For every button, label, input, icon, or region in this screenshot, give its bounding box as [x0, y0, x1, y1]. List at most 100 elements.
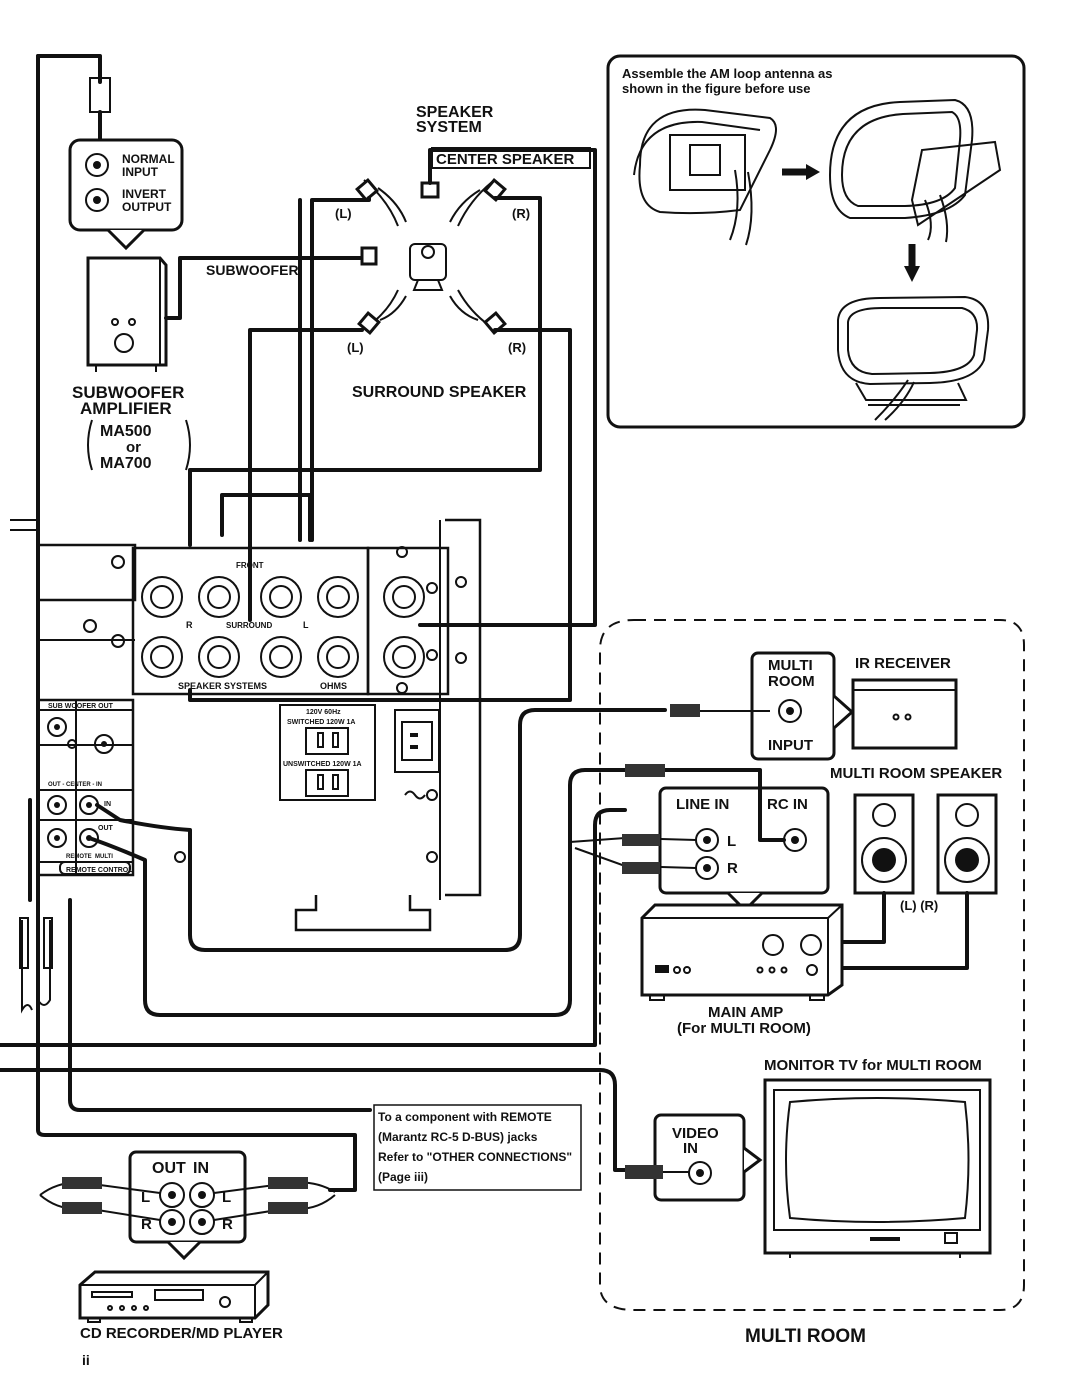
- surround-right-plus-terminal: [141, 636, 183, 678]
- sub-woofer-out-jack: [47, 717, 67, 737]
- video-in-label-1: VIDEO: [672, 1125, 719, 1142]
- invert-output-label-1: INVERT: [122, 187, 167, 201]
- surround-left-minus-terminal: [260, 636, 302, 678]
- front-right-plus-terminal: [141, 576, 183, 618]
- center-speaker-label: CENTER SPEAKER: [436, 151, 575, 168]
- invert-output-label-2: OUTPUT: [122, 200, 172, 214]
- remote-note-line1: To a component with REMOTE: [378, 1110, 552, 1124]
- recorder-out-r-jack: [159, 1209, 185, 1235]
- front-right-minus-terminal: [198, 576, 240, 618]
- remote-label: REMOTE: [66, 854, 92, 860]
- front-left-mark: (L): [335, 206, 352, 221]
- antenna-assembled-icon: [837, 295, 990, 421]
- recorder-out-label: OUT: [152, 1160, 186, 1177]
- monitor-label: MONITOR TV for MULTI ROOM: [764, 1057, 982, 1074]
- video-in-label-2: IN: [683, 1140, 698, 1157]
- l-channel-label: L: [303, 620, 309, 630]
- center-jack: [47, 795, 67, 815]
- remote-out-label: OUT: [98, 825, 114, 832]
- rc-in-label: RC IN: [767, 796, 808, 813]
- unswitched-outlet-icon: [305, 769, 349, 797]
- main-amp-icon: [640, 903, 844, 1001]
- out-center-in-label: OUT - CENTER - IN: [48, 782, 102, 788]
- main-amp-label-1: MAIN AMP: [708, 1004, 783, 1021]
- switched-outlet-icon: [305, 727, 349, 755]
- surround-right-minus-terminal: [198, 636, 240, 678]
- model-ma700: MA700: [100, 455, 152, 472]
- arrow-right-icon: [782, 164, 820, 180]
- recorder-in-label: IN: [193, 1160, 209, 1177]
- line-in-r-label: R: [727, 860, 738, 877]
- speaker-system-title-1: SPEAKER: [416, 104, 494, 121]
- subwoofer-amplifier-icon: [86, 256, 168, 372]
- speaker-system-title-2: SYSTEM: [416, 119, 482, 136]
- multi-room-speaker-left-icon: [853, 793, 915, 895]
- multi-room-input-jack: [778, 699, 802, 723]
- line-in-label: LINE IN: [676, 796, 729, 813]
- model-or: or: [126, 439, 141, 456]
- remote-in-label: IN: [104, 801, 111, 808]
- remote-note-line4: (Page iii): [378, 1170, 428, 1184]
- front-right-speaker-icon: [483, 178, 507, 202]
- arrow-down-icon: [904, 244, 920, 282]
- ac-inlet-icon: [394, 709, 440, 773]
- surround-left-speaker-icon: [357, 311, 381, 335]
- ohms-label: OHMS: [320, 681, 347, 691]
- multi-room-input-label-1: MULTI: [768, 657, 813, 674]
- remote-note-line3: Refer to "OTHER CONNECTIONS": [378, 1150, 572, 1164]
- surround-left-mark: (L): [347, 340, 364, 355]
- switched-outlet-label: SWITCHED 120W 1A: [287, 719, 355, 726]
- recorder-in-r-jack: [189, 1209, 215, 1235]
- multi-room-speaker-label: MULTI ROOM SPEAKER: [830, 765, 1002, 782]
- subwoofer-speaker-icon: [360, 246, 378, 266]
- subwoofer-amplifier-title-1: SUBWOOFER: [72, 383, 184, 402]
- recorder-in-l-jack: [189, 1182, 215, 1208]
- input-label: INPUT: [768, 737, 813, 754]
- front-label: FRONT: [236, 561, 264, 570]
- front-left-minus-terminal: [260, 576, 302, 618]
- speaker-lr-marks: (L) (R): [900, 898, 938, 913]
- cd-recorder-label: CD RECORDER/MD PLAYER: [80, 1325, 283, 1342]
- antenna-step1-icon: [633, 108, 777, 246]
- surround-right-mark: (R): [508, 340, 526, 355]
- multi-room-input-label-2: ROOM: [768, 673, 815, 690]
- ir-receiver-label: IR RECEIVER: [855, 655, 951, 672]
- model-ma500: MA500: [100, 423, 152, 440]
- normal-input-jack: [85, 153, 109, 177]
- r-channel-label: R: [186, 620, 193, 630]
- speaker-systems-label: SPEAKER SYSTEMS: [178, 681, 267, 691]
- front-left-speaker-icon: [355, 178, 379, 202]
- remote-note-line2: (Marantz RC-5 D-BUS) jacks: [378, 1130, 538, 1144]
- remote-control-label: REMOTE CONTROL: [66, 867, 133, 874]
- antenna-note-line2: shown in the figure before use: [622, 81, 811, 96]
- line-in-l-label: L: [727, 833, 736, 850]
- surround-speaker-label: SURROUND SPEAKER: [352, 384, 527, 401]
- center-minus-terminal: [383, 636, 425, 678]
- page-number: ii: [82, 1352, 90, 1368]
- sub-woofer-out-label: SUB WOOFER OUT: [48, 703, 114, 710]
- recorder-in-r-label: R: [222, 1216, 233, 1233]
- center-speaker-icon: [420, 181, 440, 199]
- sub-woofer-out-jack-2: [94, 734, 114, 754]
- recorder-in-l-label: L: [222, 1189, 231, 1206]
- multi-room-title: MULTI ROOM: [745, 1326, 866, 1347]
- recorder-out-l-label: L: [141, 1189, 150, 1206]
- front-right-mark: (R): [512, 206, 530, 221]
- subwoofer-input-callout: NORMAL INPUT INVERT OUTPUT: [36, 54, 184, 722]
- normal-input-label-1: NORMAL: [122, 152, 175, 166]
- voltage-label: 120V 60Hz: [306, 709, 341, 716]
- center-plus-terminal: [383, 576, 425, 618]
- surround-label: SURROUND: [226, 621, 272, 630]
- normal-input-label-2: INPUT: [122, 165, 159, 179]
- center-jack-2: [47, 828, 67, 848]
- invert-output-jack: [85, 188, 109, 212]
- monitor-tv-icon: [763, 1078, 992, 1258]
- antenna-note-line1: Assemble the AM loop antenna as: [622, 66, 832, 81]
- antenna-panel: Assemble the AM loop antenna as shown in…: [606, 54, 1026, 429]
- multi-room-speaker-right-icon: [936, 793, 998, 895]
- recorder-out-r-label: R: [141, 1216, 152, 1233]
- multi-label: MULTI: [95, 854, 113, 860]
- subwoofer-label: SUBWOOFER: [206, 262, 299, 278]
- main-amp-label-2: (For MULTI ROOM): [677, 1020, 811, 1037]
